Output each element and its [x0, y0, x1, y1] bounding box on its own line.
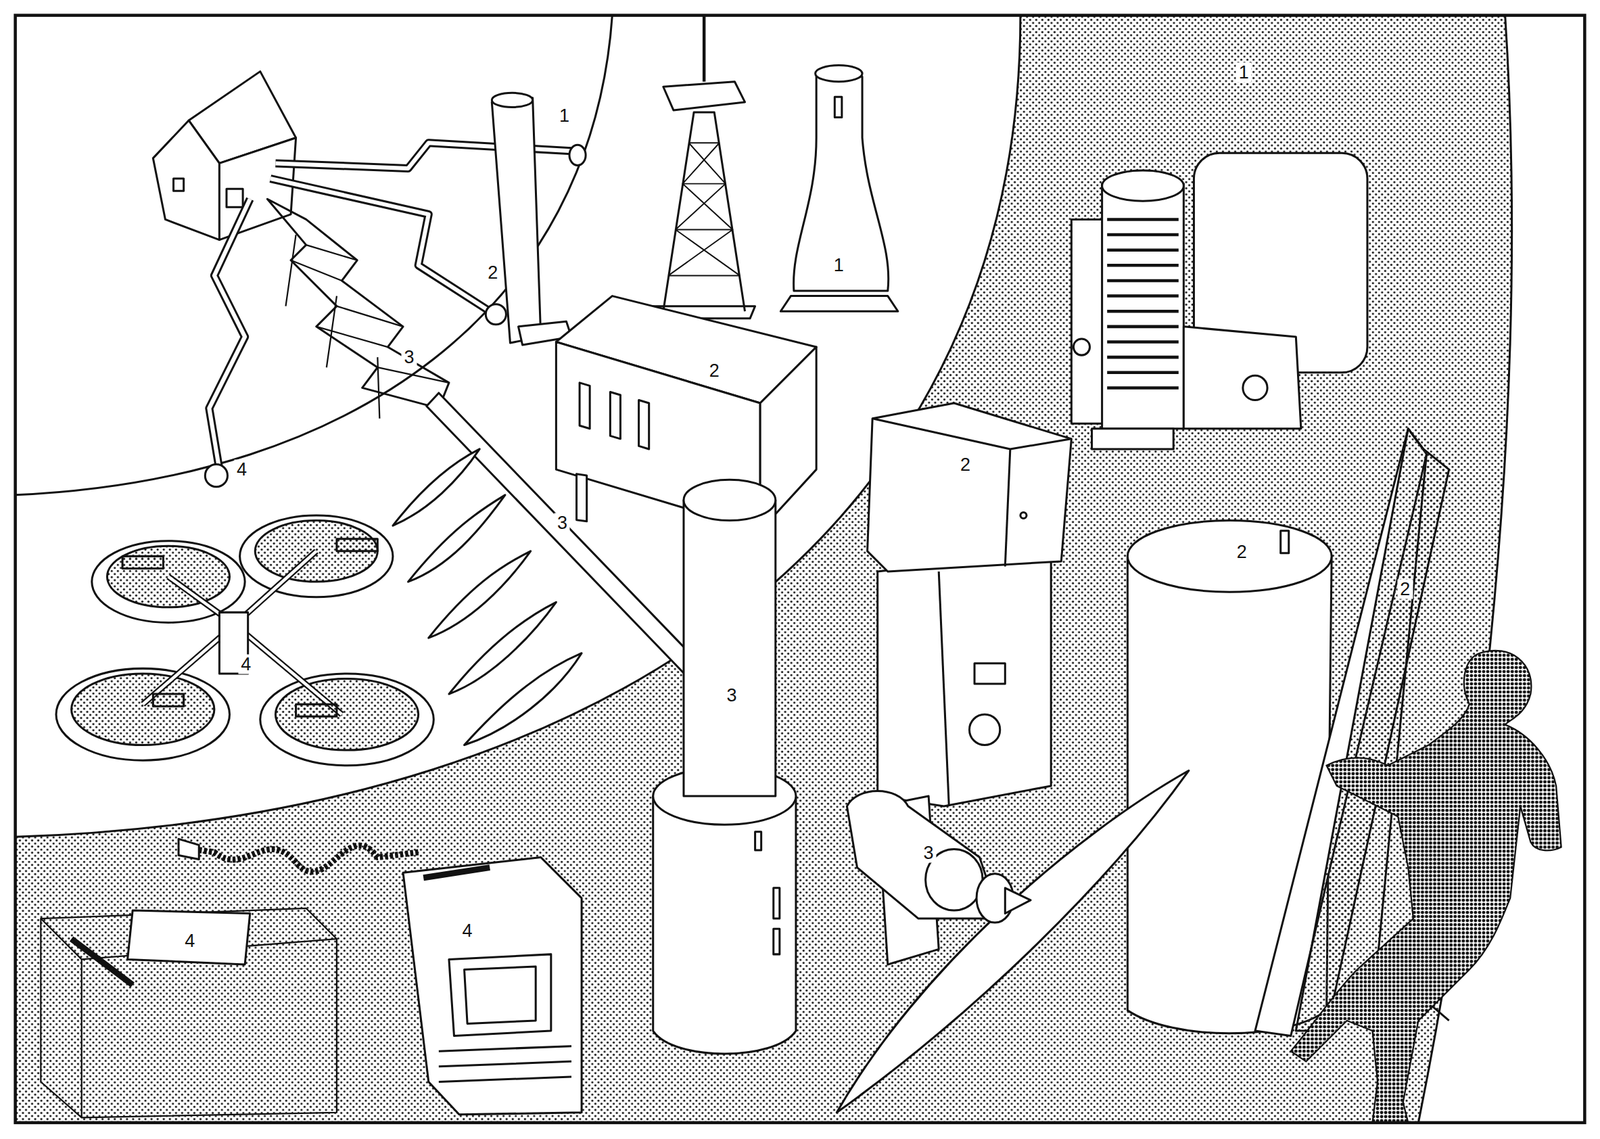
- callout-number: 1: [556, 105, 573, 126]
- callout-number: 4: [233, 459, 250, 480]
- callout-number: 4: [459, 921, 476, 941]
- callout-number: 2: [484, 262, 501, 282]
- callout-number: 2: [1397, 578, 1413, 599]
- callout-number: 3: [921, 843, 937, 863]
- callout-number: 3: [401, 347, 418, 368]
- callout-number: 2: [1234, 542, 1250, 562]
- callout-number: 1: [1236, 62, 1252, 83]
- callout-number: 3: [554, 512, 571, 533]
- callout-number: 1: [831, 255, 847, 276]
- callout-number: 4: [181, 931, 198, 951]
- callout-number: 3: [723, 685, 740, 705]
- callout-number: 2: [957, 454, 974, 475]
- callout-number: 2: [706, 360, 723, 381]
- callout-number: 4: [238, 654, 254, 675]
